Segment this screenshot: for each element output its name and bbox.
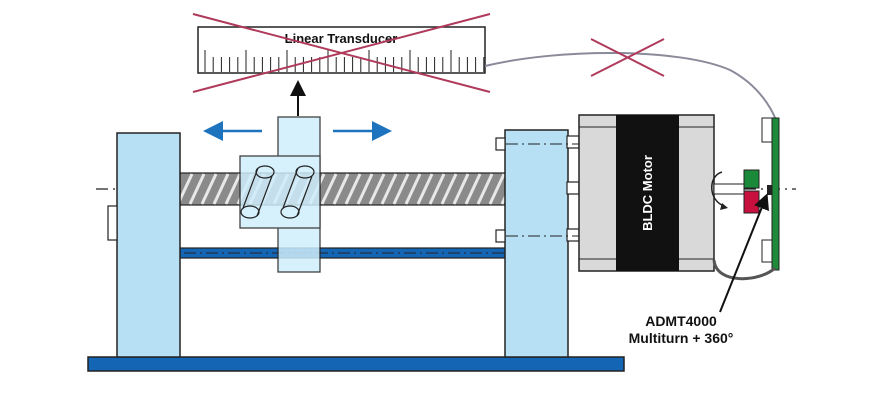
motor-shaft [713, 183, 745, 195]
screw-thread [404, 173, 422, 205]
transducer-label: Linear Transducer [285, 31, 398, 46]
screw-thread [392, 173, 410, 205]
magnet-north [743, 169, 760, 189]
screw-thread [452, 173, 470, 205]
rotation-arrow-icon [711, 171, 725, 207]
sensor-label-line1: ADMT4000 [645, 313, 717, 329]
screw-thread [428, 173, 446, 205]
screw-thread [200, 173, 218, 205]
transducer-cable [484, 52, 777, 121]
screw-thread [224, 173, 242, 205]
screw-thread [344, 173, 362, 205]
screw-thread [380, 173, 398, 205]
carriage [239, 116, 321, 273]
screw-thread [356, 173, 374, 205]
screw-thread [320, 173, 338, 205]
rotation-arrowhead [720, 203, 728, 210]
screw-thread [368, 173, 386, 205]
sensor-label-line2: Multiturn + 360° [629, 330, 734, 346]
screw-thread [212, 173, 230, 205]
screw-thread [416, 173, 434, 205]
pcb-mount-bottom [761, 239, 773, 263]
admt4000-chip [767, 185, 772, 195]
pcb-mount-top [761, 117, 773, 143]
screw-thread [476, 173, 494, 205]
motor-label: BLDC Motor [640, 155, 655, 231]
screw-thread [464, 173, 482, 205]
bldc-motor: BLDC Motor [578, 114, 715, 272]
ball-nut [240, 165, 315, 219]
cable-cross-mark [590, 38, 665, 77]
lead-screw [176, 172, 518, 206]
screw-thread [332, 173, 350, 205]
screw-thread [440, 173, 458, 205]
sensor-callout-line [719, 193, 769, 313]
base-plate [87, 356, 625, 372]
motor-harness-cable [712, 259, 777, 281]
magnet-south [743, 190, 760, 214]
linear-transducer: Linear Transducer [197, 26, 486, 74]
screw-thread [188, 173, 206, 205]
coupling-pins [495, 135, 580, 243]
left-support [116, 132, 181, 358]
sensor-pcb [771, 117, 780, 271]
transducer-cross-mark [192, 13, 491, 93]
screw-thread [488, 173, 506, 205]
left-bearing-cap [107, 205, 118, 241]
right-support [504, 129, 569, 358]
